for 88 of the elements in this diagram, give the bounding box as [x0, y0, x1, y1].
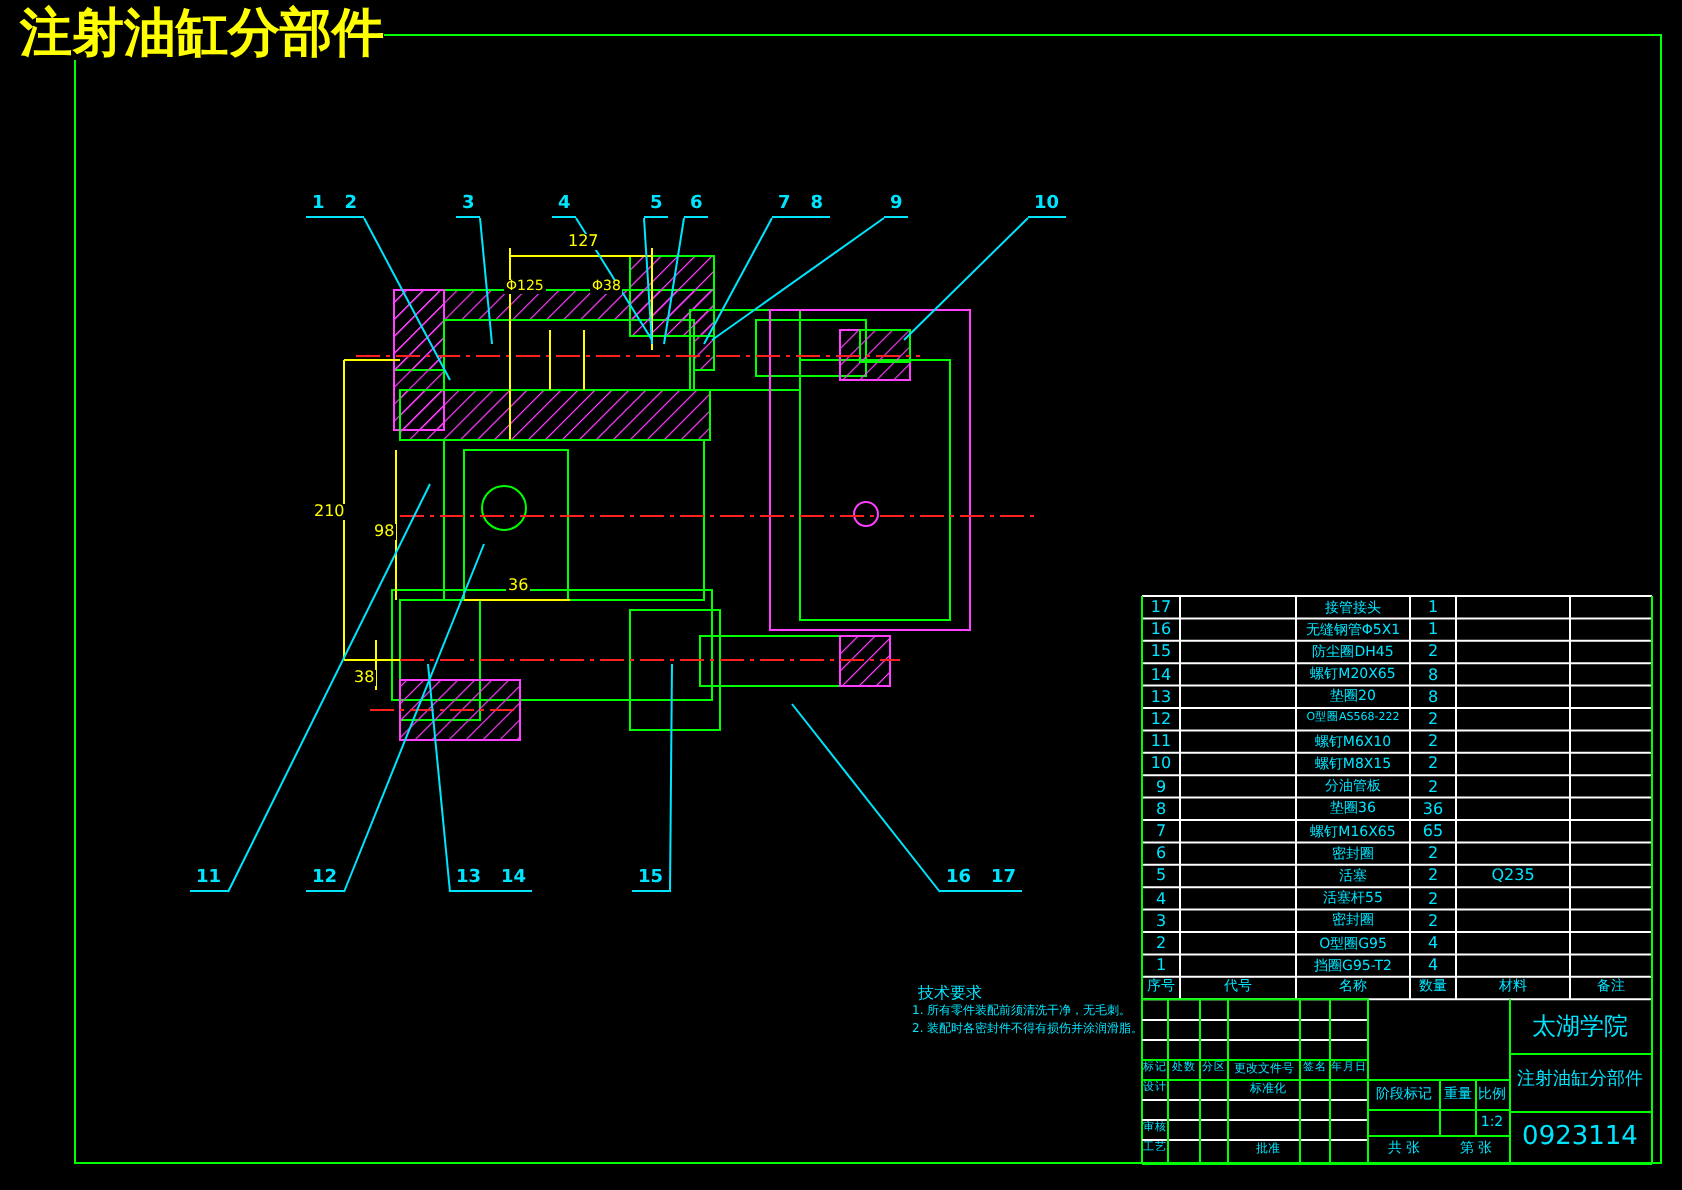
part-number: 13 [1150, 689, 1172, 706]
callout-number: 13 [456, 870, 482, 888]
material: Q235 [1491, 868, 1535, 885]
dimension-label: 210 [312, 504, 347, 520]
leader-line [575, 217, 653, 341]
callout-number: 6 [690, 196, 703, 214]
callout-number: 8 [810, 196, 824, 214]
school-name: 太湖学院 [1532, 1014, 1628, 1038]
leader-line [343, 543, 485, 893]
dimension-label: 127 [566, 234, 601, 250]
callout-number: 5 [650, 196, 663, 214]
quantity: 2 [1427, 644, 1439, 661]
callout-tag [456, 196, 481, 218]
part-number: 11 [1150, 734, 1172, 751]
dimension-label: 98 [372, 524, 397, 540]
part-number: 12 [1150, 712, 1172, 728]
notes-heading: 技术要求 [918, 986, 982, 1002]
part-number: 16 [1150, 622, 1172, 639]
quantity: 8 [1427, 689, 1439, 706]
callout-tag [1028, 196, 1066, 218]
quantity: 2 [1427, 846, 1439, 863]
leader-line [663, 217, 685, 345]
callout-tag [190, 870, 228, 892]
leader-line [903, 217, 1029, 341]
quantity: 36 [1422, 801, 1444, 818]
drawing-title: 注射油缸分部件 [20, 8, 384, 60]
leader-line [643, 217, 653, 345]
callout-tag [644, 196, 669, 218]
callout-number: 10 [1034, 196, 1060, 214]
leader-line [427, 663, 451, 893]
part-number: 2 [1155, 936, 1167, 952]
quantity: 2 [1427, 734, 1439, 751]
dimension-label: 38 [352, 670, 377, 686]
part-number: 7 [1155, 824, 1167, 840]
quantity: 2 [1427, 868, 1439, 885]
callout-number: 15 [638, 870, 664, 888]
quantity: 2 [1427, 913, 1439, 930]
callout-tag [306, 870, 344, 892]
callout-number: 17 [991, 870, 1017, 888]
leader-line [363, 217, 451, 381]
callout-number: 9 [890, 196, 903, 214]
drawing-name: 注射油缸分部件 [1517, 1072, 1643, 1090]
callout-number: 1 [312, 196, 325, 214]
callout-tag [940, 870, 1023, 892]
quantity: 4 [1427, 958, 1439, 975]
quantity: 65 [1422, 824, 1444, 840]
callout-number: 14 [501, 870, 527, 888]
part-number: 15 [1150, 644, 1172, 661]
quantity: 8 [1427, 667, 1439, 684]
quantity: 2 [1427, 756, 1439, 773]
part-number: 8 [1155, 801, 1167, 818]
quantity: 1 [1427, 622, 1439, 639]
quantity: 2 [1427, 891, 1439, 908]
callout-number: 12 [312, 870, 338, 888]
leader-line [791, 703, 941, 893]
quantity: 4 [1427, 936, 1439, 952]
quantity: 2 [1427, 779, 1439, 796]
callout-number: 3 [462, 196, 475, 214]
leader-line [479, 217, 493, 345]
leader-line [669, 663, 673, 893]
part-number: 6 [1155, 846, 1167, 863]
part-number: 10 [1150, 756, 1172, 773]
callout-number: 2 [344, 196, 358, 214]
callout-tag [772, 196, 830, 218]
callout-tag [306, 196, 364, 218]
part-number: 3 [1155, 913, 1167, 930]
callout-tag [684, 196, 709, 218]
callout-tag [632, 870, 670, 892]
callout-number: 11 [196, 870, 222, 888]
leader-line [227, 483, 431, 893]
part-number: 9 [1155, 779, 1167, 796]
part-number: 14 [1150, 667, 1172, 684]
quantity: 1 [1427, 600, 1439, 616]
leader-line [711, 217, 885, 341]
part-number: 17 [1150, 600, 1172, 616]
callout-tag [884, 196, 909, 218]
drawing-number: 0923114 [1522, 1124, 1638, 1150]
callout-tag [450, 870, 533, 892]
part-number: 5 [1155, 868, 1167, 885]
callout-number: 16 [946, 870, 972, 888]
quantity: 2 [1427, 712, 1439, 728]
leader-line [703, 217, 773, 345]
part-number: 1 [1155, 958, 1167, 975]
callout-tag [552, 196, 577, 218]
part-number: 4 [1155, 891, 1167, 908]
dimension-label: 36 [506, 578, 531, 594]
callout-number: 7 [778, 196, 791, 214]
callout-number: 4 [558, 196, 571, 214]
